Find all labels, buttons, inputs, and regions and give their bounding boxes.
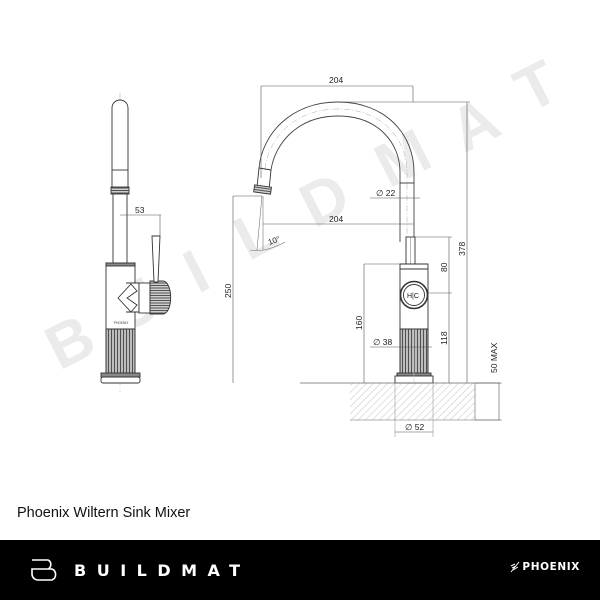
- watermark-letter-i: I: [173, 237, 220, 306]
- dim-handle-height: 80: [439, 262, 449, 272]
- dim-spout-reach-outlet: 204: [329, 214, 343, 224]
- product-title: Phoenix Wiltern Sink Mixer: [17, 505, 191, 521]
- dim-spout-reach-top: 204: [329, 75, 343, 85]
- buildmat-b-logo-icon: [31, 559, 57, 581]
- watermark-letter-b: B: [35, 302, 106, 384]
- technical-drawing: B U I L D M A T PHOENIX: [35, 47, 569, 437]
- watermark-letter-t: T: [504, 47, 569, 126]
- dim-spout-angle: 10°: [267, 234, 281, 247]
- watermark-letter-l: L: [224, 195, 289, 274]
- buildmat-logo: BUILDMAT: [30, 556, 251, 584]
- phoenix-logo: PHOENIX: [510, 561, 580, 573]
- side-body-label: PHOENIX: [114, 321, 129, 325]
- brand-name: BUILDMAT: [74, 560, 251, 580]
- watermark-letter-a: A: [439, 84, 510, 166]
- watermark-letter-d: D: [289, 159, 360, 241]
- dim-max-bench-thickness: 50 MAX: [489, 342, 499, 373]
- dim-handle-offset: 53: [135, 205, 145, 215]
- footer-bar: BUILDMAT PHOENIX: [0, 540, 600, 600]
- dim-mount-diameter: ∅ 52: [405, 422, 424, 432]
- dim-body-height: 160: [354, 316, 364, 330]
- dim-outlet-height: 250: [223, 284, 233, 298]
- side-view: PHOENIX 53: [100, 93, 172, 392]
- partner-name: PHOENIX: [522, 561, 580, 573]
- dim-base-to-handle: 118: [439, 331, 449, 345]
- handle-hot-cold-marking: H|C: [407, 293, 419, 300]
- dim-total-height: 378: [457, 242, 467, 256]
- phoenix-feather-icon: [511, 561, 520, 573]
- front-view: 10° H|C: [223, 75, 502, 437]
- dim-spout-diameter: ∅ 22: [376, 188, 395, 198]
- dim-base-diameter: ∅ 38: [373, 337, 392, 347]
